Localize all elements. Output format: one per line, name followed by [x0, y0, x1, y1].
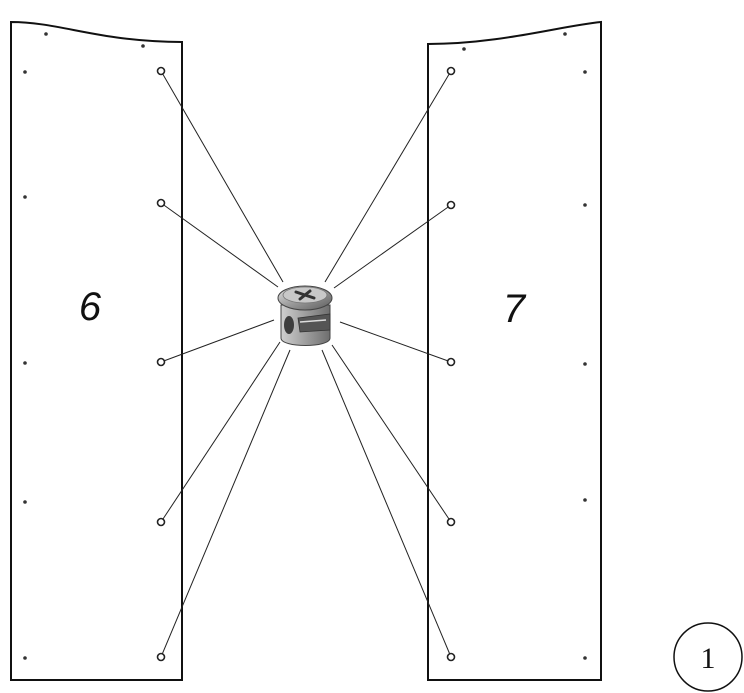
- right-panel: [427, 20, 602, 681]
- left-panel-holes: [156, 66, 166, 662]
- cam-lock-fitting-icon: [277, 285, 333, 346]
- step-indicator: 1: [673, 622, 743, 692]
- panel-edge-dots: [23, 32, 587, 660]
- right-panel-number: 7: [503, 287, 527, 331]
- leader-lines: [160, 70, 452, 658]
- left-panel: [10, 20, 183, 681]
- right-panel-holes: [446, 66, 456, 662]
- step-number: 1: [701, 642, 716, 675]
- left-panel-number: 6: [79, 285, 102, 329]
